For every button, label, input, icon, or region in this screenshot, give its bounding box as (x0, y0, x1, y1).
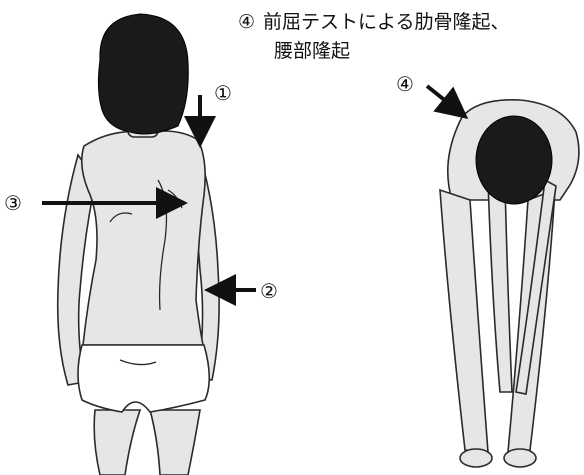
right-leg (150, 410, 200, 475)
caption-number: ④ (238, 11, 255, 33)
left-leg (94, 410, 140, 475)
bent-right-foot (504, 449, 536, 467)
caption-line-2: 腰部隆起 (238, 37, 584, 66)
marker-3: ③ (4, 191, 22, 215)
torso (82, 131, 205, 345)
bent-left-foot (460, 449, 492, 467)
bending-figure-hair (476, 116, 552, 204)
marker-2: ② (260, 279, 278, 303)
underwear (78, 345, 209, 412)
arrow-4 (427, 86, 462, 114)
caption-line-1: 前屈テストによる肋骨隆起、 (263, 11, 509, 33)
marker-4: ④ (396, 72, 414, 96)
bent-left-arm (488, 180, 512, 392)
bent-left-leg (440, 190, 488, 452)
forward-bend-caption: ④ 前屈テストによる肋骨隆起、 腰部隆起 (238, 8, 584, 66)
standing-figure-hair (98, 14, 188, 134)
standing-figure-back-view (58, 105, 219, 475)
marker-1: ① (214, 81, 232, 105)
